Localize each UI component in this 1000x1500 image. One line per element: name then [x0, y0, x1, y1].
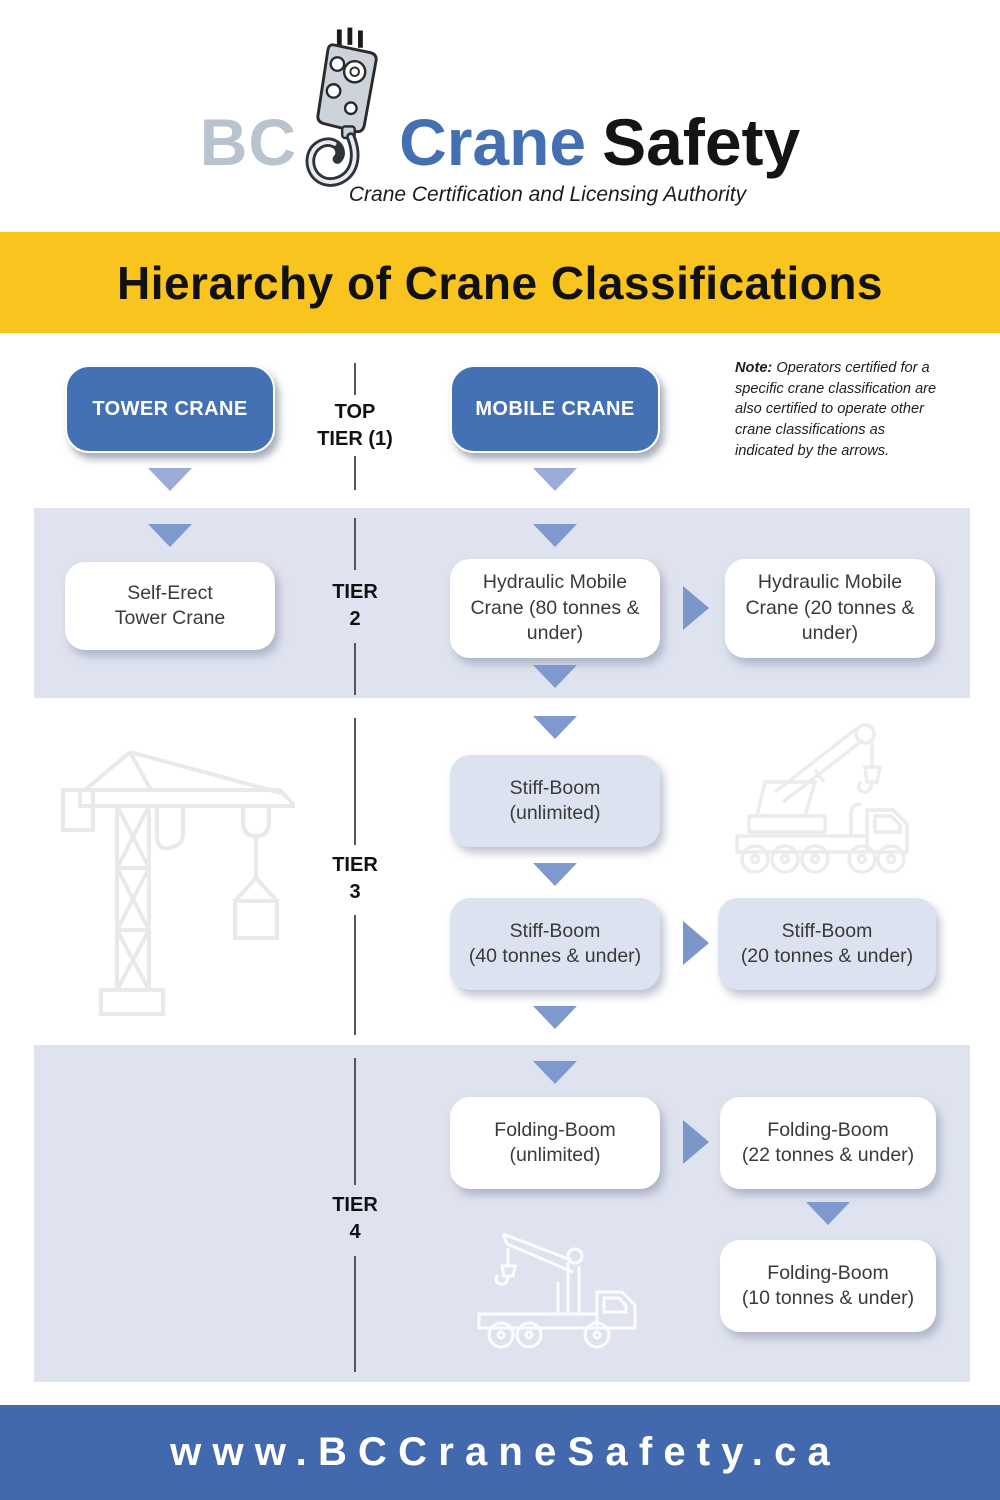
node-label: Stiff-Boom (unlimited)	[509, 776, 601, 824]
node-folding-boom-unlimited: Folding-Boom (unlimited)	[450, 1097, 660, 1189]
arrow-down-icon	[148, 468, 192, 491]
node-folding-boom-22: Folding-Boom (22 tonnes & under)	[720, 1097, 936, 1189]
tier-divider-line	[354, 1058, 356, 1185]
node-stiff-boom-unlimited: Stiff-Boom (unlimited)	[450, 755, 660, 847]
arrow-right-icon	[683, 921, 709, 965]
label-tier-4: TIER 4	[332, 1194, 378, 1243]
arrow-right-icon	[683, 1120, 709, 1164]
arrow-down-icon	[533, 716, 577, 739]
node-label: Folding-Boom (unlimited)	[494, 1118, 616, 1166]
node-hydraulic-mobile-20: Hydraulic Mobile Crane (20 tonnes & unde…	[725, 559, 935, 658]
arrow-down-icon	[533, 1006, 577, 1029]
crane-hook-icon	[305, 27, 378, 187]
tier-divider-line	[354, 643, 356, 695]
node-label: Folding-Boom (10 tonnes & under)	[741, 1261, 915, 1309]
arrow-down-icon	[533, 665, 577, 688]
title-band: Hierarchy of Crane Classifications	[0, 232, 1000, 333]
node-label: Stiff-Boom (40 tonnes & under)	[468, 919, 642, 967]
website-url-link[interactable]: www.BCCraneSafety.ca	[170, 1430, 841, 1474]
node-label: Folding-Boom (22 tonnes & under)	[741, 1118, 915, 1166]
node-tower-crane: TOWER CRANE	[65, 365, 275, 453]
node-label: TOWER CRANE	[92, 397, 248, 420]
mobile-crane-icon	[735, 723, 909, 874]
node-mobile-crane: MOBILE CRANE	[450, 365, 660, 453]
node-stiff-boom-40: Stiff-Boom (40 tonnes & under)	[450, 898, 660, 990]
note-prefix: Note:	[735, 360, 773, 376]
label-tier-2: TIER 2	[332, 581, 378, 630]
node-label: Self-Erect Tower Crane	[114, 581, 226, 629]
arrow-down-icon	[533, 1061, 577, 1084]
arrow-right-icon	[683, 586, 709, 630]
tier-divider-line	[354, 518, 356, 570]
label-top-tier: TOP TIER (1)	[317, 401, 393, 450]
arrow-down-icon	[533, 863, 577, 886]
arrow-down-icon	[148, 524, 192, 547]
note-body: Operators certified for a specific crane…	[735, 360, 937, 459]
logo-safety-text: Safety	[602, 105, 801, 179]
node-label: MOBILE CRANE	[475, 397, 635, 420]
tier-divider-line	[354, 456, 356, 490]
logo: BC Crane Safety	[0, 0, 1000, 187]
node-label: Hydraulic Mobile Crane (20 tonnes & unde…	[745, 571, 915, 645]
tier-divider-line	[354, 363, 356, 395]
node-folding-boom-10: Folding-Boom (10 tonnes & under)	[720, 1240, 936, 1332]
label-tier-3: TIER 3	[332, 854, 378, 903]
node-hydraulic-mobile-80: Hydraulic Mobile Crane (80 tonnes & unde…	[450, 559, 660, 658]
footer-band: www.BCCraneSafety.ca	[0, 1405, 1000, 1500]
node-self-erect-tower-crane: Self-Erect Tower Crane	[65, 562, 275, 650]
tier-divider-line	[354, 915, 356, 1035]
logo-crane-text: Crane	[399, 105, 587, 179]
arrow-down-icon	[806, 1202, 850, 1225]
tier-divider-line	[354, 718, 356, 845]
arrow-down-icon	[533, 468, 577, 491]
logo-tagline: Crane Certification and Licensing Author…	[348, 183, 747, 206]
page-title: Hierarchy of Crane Classifications	[116, 256, 884, 309]
tier-divider-line	[354, 1256, 356, 1372]
boom-truck-icon	[477, 1232, 637, 1349]
node-stiff-boom-20: Stiff-Boom (20 tonnes & under)	[718, 898, 936, 990]
node-label: Stiff-Boom (20 tonnes & under)	[740, 919, 914, 967]
note-text: Note: Operators certified for a specific…	[735, 358, 943, 462]
logo-bc-text: BC	[199, 105, 298, 179]
arrow-down-icon	[533, 524, 577, 547]
node-label: Hydraulic Mobile Crane (80 tonnes & unde…	[470, 571, 640, 645]
tower-crane-icon	[61, 750, 295, 1016]
